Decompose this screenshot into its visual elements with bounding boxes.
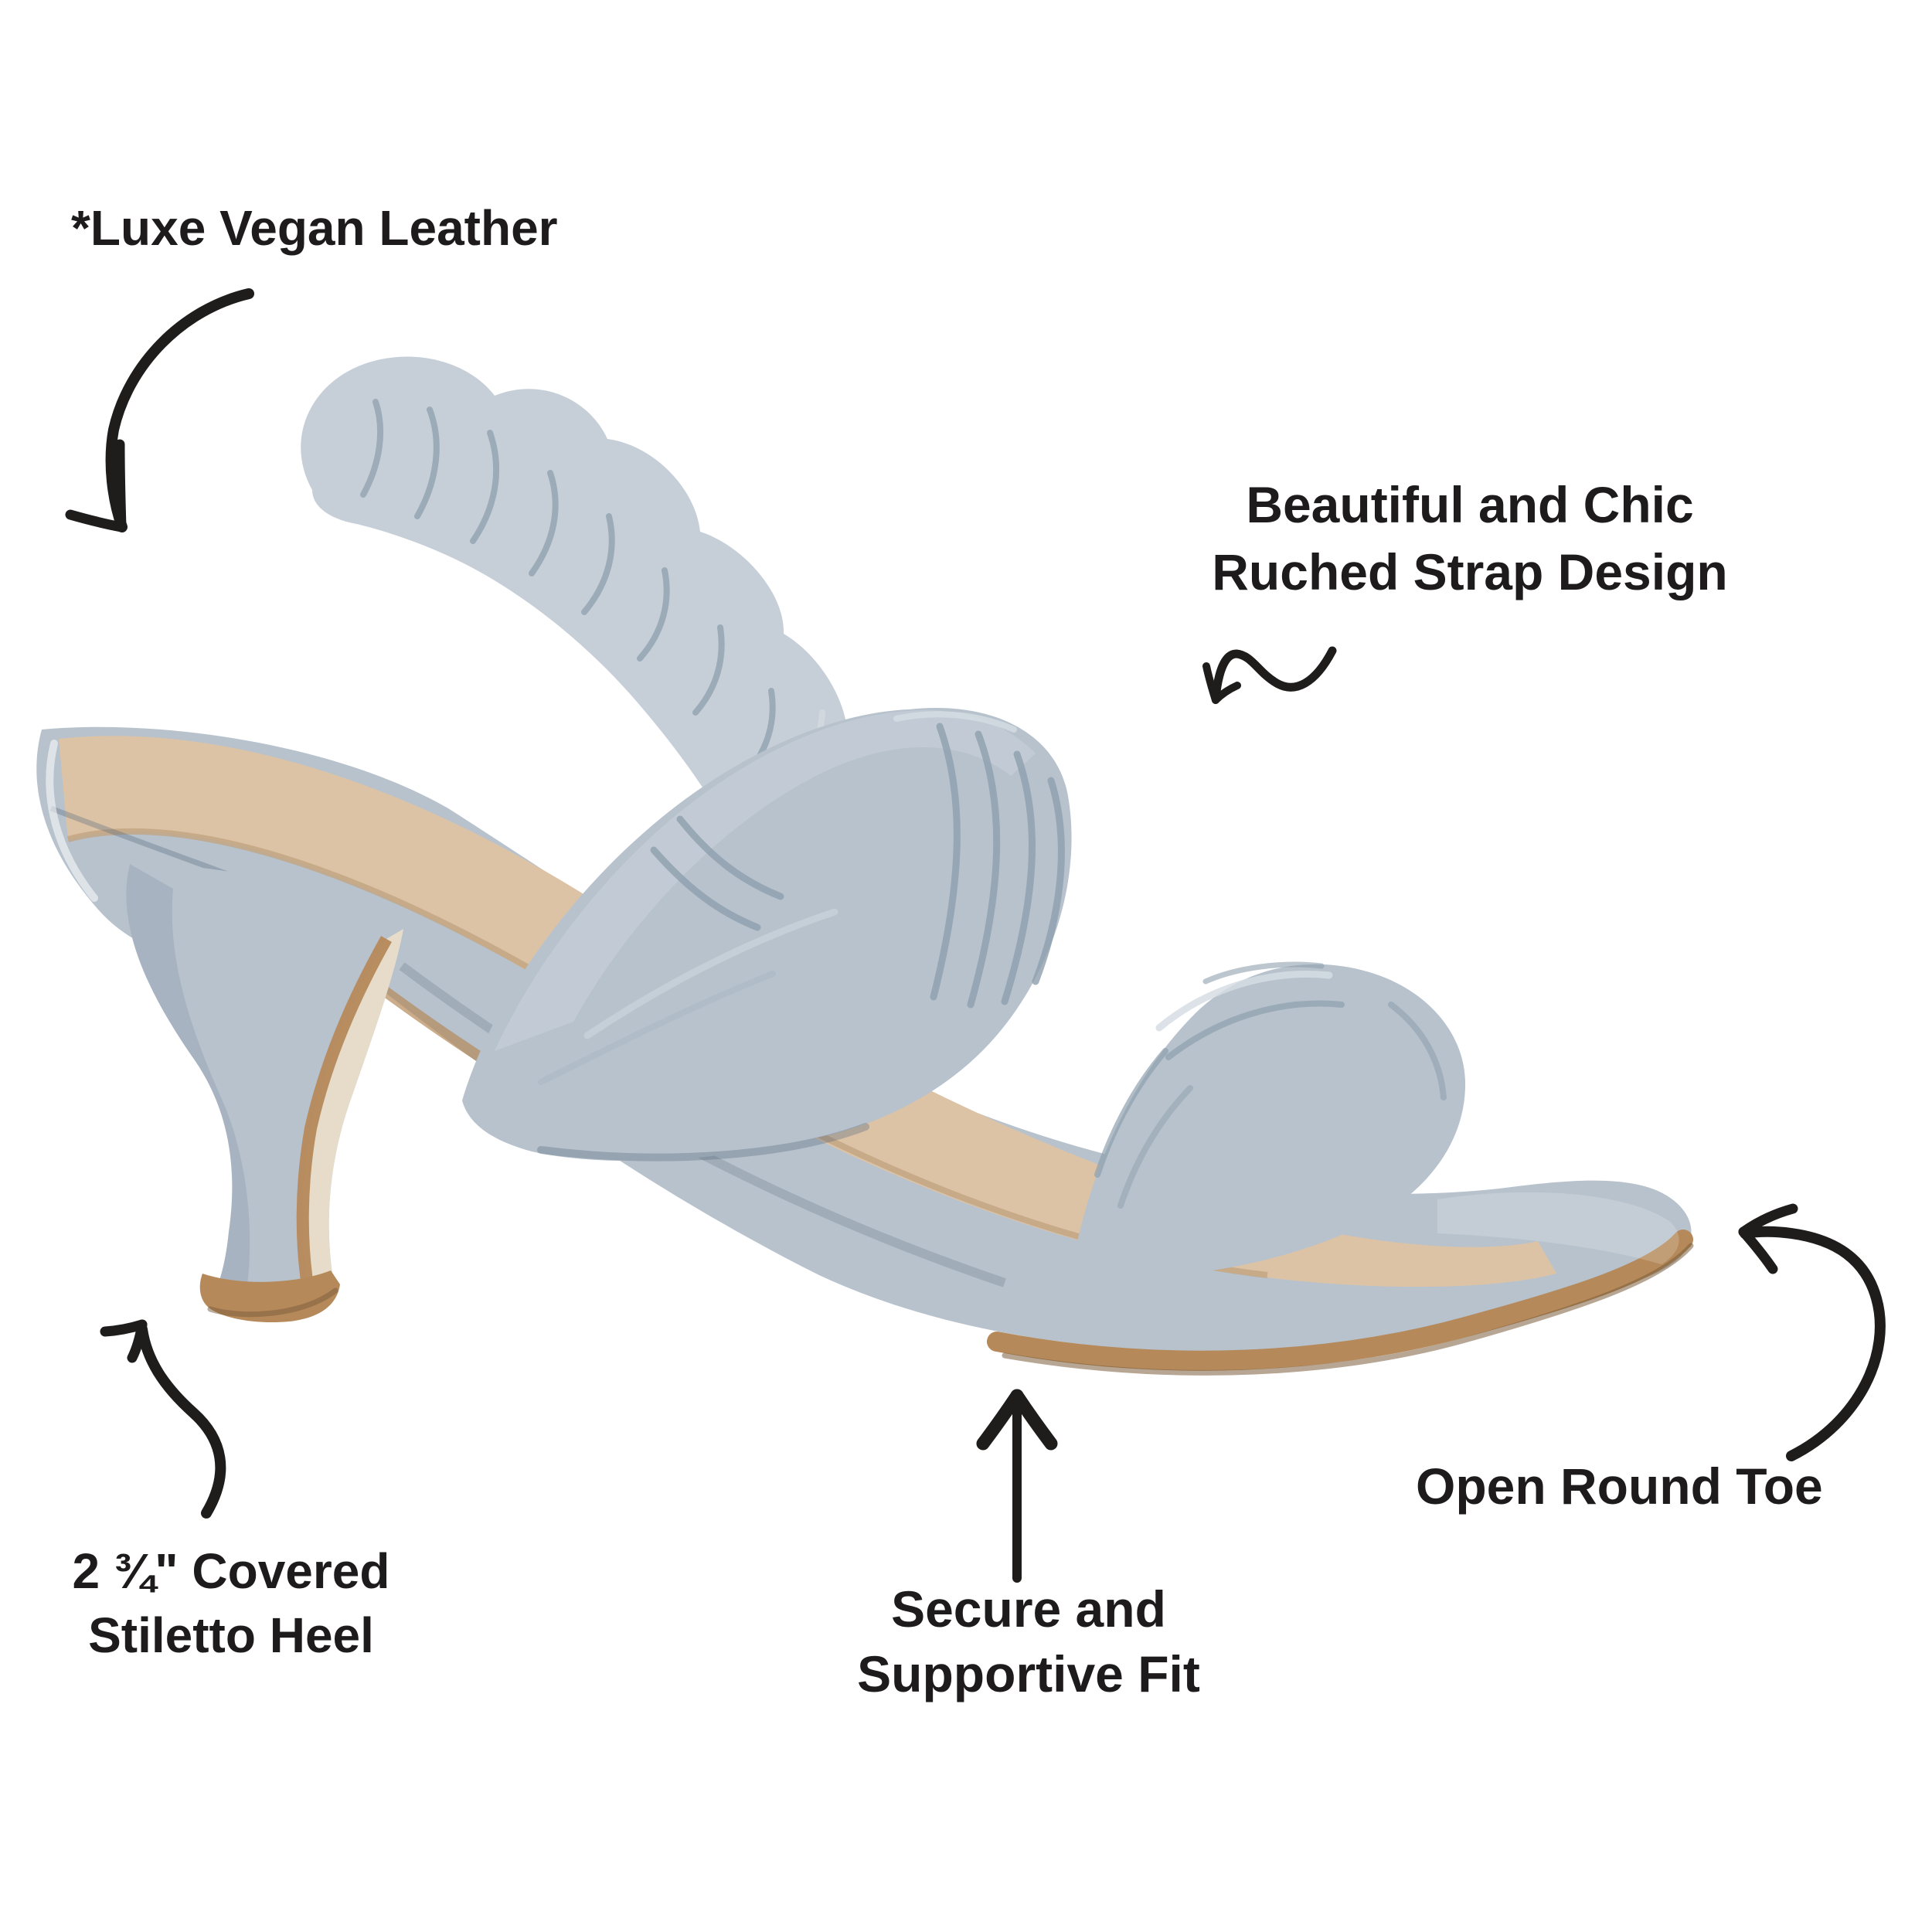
heel-left-shade bbox=[126, 864, 250, 1298]
material-arrow bbox=[65, 288, 254, 532]
toe-arrow bbox=[1738, 1203, 1886, 1461]
heel-callout-label: 2 ¾" Covered Stiletto Heel bbox=[72, 1543, 390, 1664]
footbed-insole bbox=[59, 736, 1556, 1287]
vamp-soft-creases bbox=[537, 711, 1017, 1162]
outsole-dark-line bbox=[1002, 1243, 1694, 1376]
material-callout-label: *Luxe Vegan Leather bbox=[71, 200, 558, 256]
fit-arrow bbox=[976, 1389, 1058, 1583]
toe-strap bbox=[1071, 961, 1466, 1277]
heel-breast-seam bbox=[296, 936, 392, 1287]
toe-strap-folds bbox=[1094, 961, 1447, 1209]
vamp-strap bbox=[462, 708, 1072, 1162]
slingback-band bbox=[301, 356, 866, 903]
annotation-arrows bbox=[65, 288, 1886, 1583]
backstay-highlight bbox=[46, 740, 98, 902]
heel-body bbox=[126, 863, 404, 1298]
heel-arrow bbox=[100, 1319, 226, 1519]
vamp-gather-folds bbox=[650, 723, 1065, 1009]
strap-callout-label: Beautiful and Chic Ruched Strap Design bbox=[1212, 476, 1728, 601]
heel-inner-face bbox=[302, 929, 403, 1292]
heel-tip-cap bbox=[199, 1270, 340, 1323]
toe-callout-label: Open Round Toe bbox=[1416, 1458, 1823, 1515]
heel-tip-dark-line bbox=[207, 1287, 338, 1318]
toe-band bbox=[1071, 964, 1466, 1277]
outsole-edge bbox=[987, 1230, 1693, 1371]
sandal-illustration bbox=[36, 356, 1694, 1376]
slingback-fold-lines bbox=[360, 399, 776, 776]
strap-arrow bbox=[1202, 646, 1337, 704]
fit-callout-label: Secure and Supportive Fit bbox=[857, 1580, 1200, 1703]
toe-tip-highlight bbox=[1437, 1192, 1679, 1264]
stiletto-heel bbox=[126, 863, 404, 1323]
